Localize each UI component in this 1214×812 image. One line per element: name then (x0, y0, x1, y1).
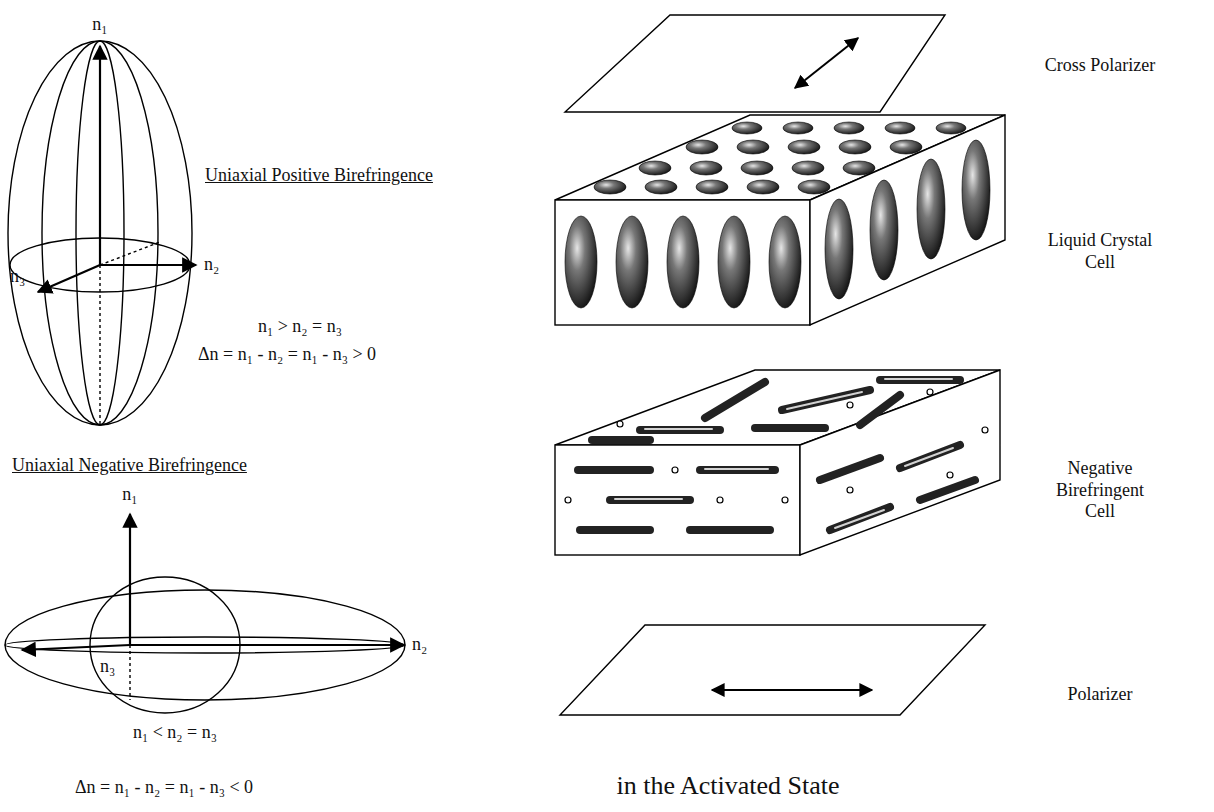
section-heading: Uniaxial Positive Birefringence (205, 165, 433, 187)
negative-ellipsoid (5, 577, 405, 713)
axis-arrows (22, 514, 404, 650)
axis-arrows (38, 46, 196, 292)
axis-label: n₁ (80, 14, 120, 36)
liquid-crystal-cell (555, 115, 1005, 325)
equation: Δn = n₁ - n₂ = n₁ - n₃ > 0 (198, 344, 376, 366)
polarizer (560, 625, 985, 715)
axis-label: n₂ (204, 254, 219, 276)
part-name: Polarizer (1000, 684, 1200, 706)
part-name: Negative Birefringent Cell (1040, 458, 1160, 523)
cross-polarizer (565, 15, 945, 112)
part-name: Cross Polarizer (1000, 55, 1200, 77)
positive-ellipsoid (8, 41, 192, 425)
negative-birefringent-cell (555, 370, 1000, 555)
part-name: Liquid Crystal Cell (1035, 230, 1165, 273)
axis-label: n₃ (10, 266, 25, 288)
equation: n₁ < n₂ = n₃ (75, 722, 275, 744)
section-heading: Uniaxial Negative Birefringence (12, 455, 247, 477)
axis-label: n₁ (110, 484, 150, 506)
equation: Δn = n₁ - n₂ = n₁ - n₃ < 0 (75, 777, 253, 799)
caption: in the Activated State (558, 770, 898, 801)
axis-label: n₃ (100, 656, 115, 678)
equation: n₁ > n₂ = n₃ (200, 316, 400, 338)
axis-label: n₂ (412, 634, 427, 656)
